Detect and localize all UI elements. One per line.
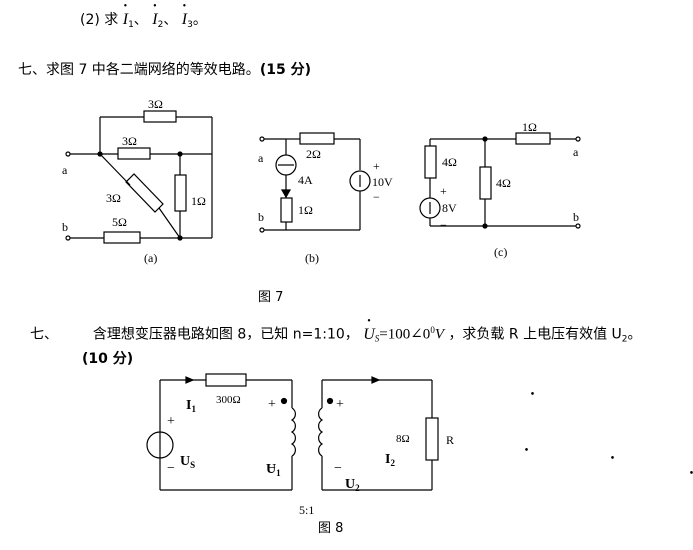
- fig7c-term-a: a: [573, 145, 579, 159]
- us-symbol: U: [363, 326, 375, 343]
- section7b-text-after: ，求负载 R 上电压有效值 U: [448, 326, 622, 343]
- fig7b-minus: −: [373, 190, 380, 204]
- fig7c-r-mid: 4Ω: [496, 176, 511, 190]
- fig7b-circuit: [259, 132, 371, 233]
- fig7c-caption: (c): [494, 245, 508, 259]
- i3-sub: 3: [187, 20, 193, 30]
- fig8-caption: 图 8: [318, 521, 344, 536]
- section7a-text: 七、求图 7 中各二端网络的等效电路。: [18, 62, 260, 78]
- u2-sub: 2: [621, 334, 628, 345]
- fig7c-minus: −: [440, 218, 447, 232]
- section7b-num: 七、: [30, 326, 58, 343]
- q2-end: 。: [192, 12, 207, 28]
- fig8-i1: I1: [186, 399, 693, 414]
- fig7c-r-top: 1Ω: [522, 120, 537, 134]
- us-unit: V: [434, 326, 444, 343]
- sep2: 、: [163, 12, 178, 28]
- fig8-plus-left: +: [167, 414, 175, 429]
- fig7a-r-bottom: 5Ω: [112, 215, 127, 229]
- fig7c-circuit: [419, 132, 581, 229]
- us-sub: S: [374, 333, 380, 344]
- fig7a-term-a: a: [62, 163, 68, 177]
- fig7c-r-left: 4Ω: [442, 155, 457, 169]
- fig8-minus-left: −: [167, 461, 175, 476]
- section7a-score: (15 分): [259, 62, 311, 78]
- fig7a-term-b: b: [62, 220, 68, 234]
- q2-line: (2) 求 I1、 I2、 I3。: [80, 12, 207, 30]
- fig8-us: US: [180, 455, 693, 470]
- fig8-minus-u1: −: [268, 461, 276, 476]
- fig7c-plus: +: [440, 184, 447, 198]
- fig7a-r-mid: 3Ω: [122, 134, 137, 148]
- fig7a-r-right: 1Ω: [191, 194, 206, 208]
- section7b-text-before: 含理想变压器电路如图 8，已知 n=1:10，: [92, 326, 359, 343]
- q2-prefix: (2) 求: [80, 12, 119, 28]
- fig8-ratio: 5:1: [299, 503, 315, 517]
- fig7b-term-b: b: [258, 210, 264, 224]
- section7b-line: 七、 含理想变压器电路如图 8，已知 n=1:10， US=100∠00V ，求…: [30, 326, 642, 345]
- sep1: 、: [133, 12, 148, 28]
- i2-symbol: I: [152, 11, 157, 28]
- section7b-score: (10 分): [82, 351, 134, 367]
- fig7a-circuit: [65, 110, 213, 244]
- us-value: =100∠0: [379, 326, 431, 343]
- fig7a-r-diag: 3Ω: [106, 191, 121, 205]
- i1-sub: 1: [128, 20, 134, 30]
- fig7-caption: 图 7: [258, 290, 284, 305]
- fig7b-current-source: 4A: [298, 173, 313, 187]
- fig7b-term-a: a: [258, 151, 264, 165]
- fig8-u1: U1: [266, 463, 693, 478]
- fig8-u2: U2: [345, 478, 693, 493]
- fig7a-r-top: 3Ω: [148, 97, 163, 111]
- fig7b-r-top: 2Ω: [306, 147, 321, 161]
- fig8-minus-u2: −: [334, 461, 342, 476]
- us-sup: 0: [430, 325, 435, 335]
- i3-symbol: I: [182, 11, 187, 28]
- section7b-end: 。: [627, 326, 642, 343]
- fig7a-caption: (a): [144, 251, 158, 265]
- fig7b-voltage-source: 10V: [372, 175, 393, 189]
- fig8-plus-u2: +: [336, 397, 344, 412]
- fig8-plus-u1: +: [268, 397, 276, 412]
- fig8-load-value: 8Ω: [396, 433, 410, 445]
- section7a-heading: 七、求图 7 中各二端网络的等效电路。(15 分): [18, 63, 311, 77]
- fig7c-voltage-source: 8V: [442, 201, 457, 215]
- fig7b-r-left: 1Ω: [298, 203, 313, 217]
- fig8-load-name: R: [446, 433, 455, 447]
- fig7c-term-b: b: [573, 210, 579, 224]
- i2-sub: 2: [157, 20, 164, 30]
- fig7b-caption: (b): [305, 251, 319, 265]
- fig8-i2: I2: [385, 453, 693, 468]
- fig7b-plus: +: [373, 159, 380, 173]
- i1-symbol: I: [123, 11, 128, 28]
